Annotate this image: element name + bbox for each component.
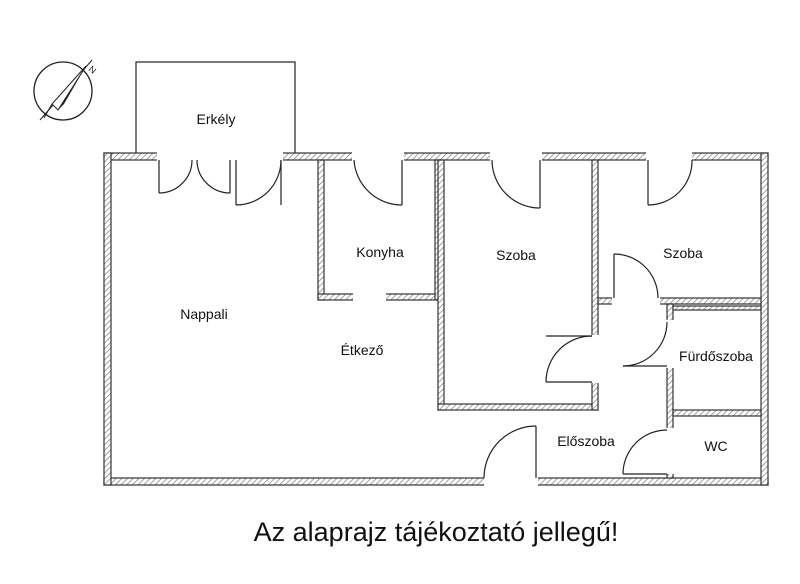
- room-label-eloszoba: Előszoba: [557, 433, 615, 449]
- room-label-szoba-1: Szoba: [496, 247, 536, 263]
- compass-icon: N: [33, 59, 98, 121]
- room-label-wc: WC: [704, 438, 727, 454]
- outer-walls: [103, 152, 769, 486]
- openings: [157, 152, 692, 486]
- disclaimer-caption: Az alaprajz tájékoztató jellegű!: [254, 517, 619, 547]
- balcony: [135, 61, 296, 157]
- compass-north-label: N: [87, 64, 98, 76]
- room-label-erkely: Erkély: [197, 111, 236, 127]
- room-labels: Erkély Konyha Szoba Szoba Nappali Étkező…: [180, 111, 753, 454]
- room-label-furdoszoba: Fürdőszoba: [679, 348, 753, 364]
- room-label-nappali: Nappali: [180, 306, 227, 322]
- room-label-konyha: Konyha: [356, 244, 404, 260]
- door-swings: [158, 159, 693, 479]
- room-label-etkezo: Étkező: [341, 342, 384, 358]
- room-label-szoba-2: Szoba: [663, 245, 703, 261]
